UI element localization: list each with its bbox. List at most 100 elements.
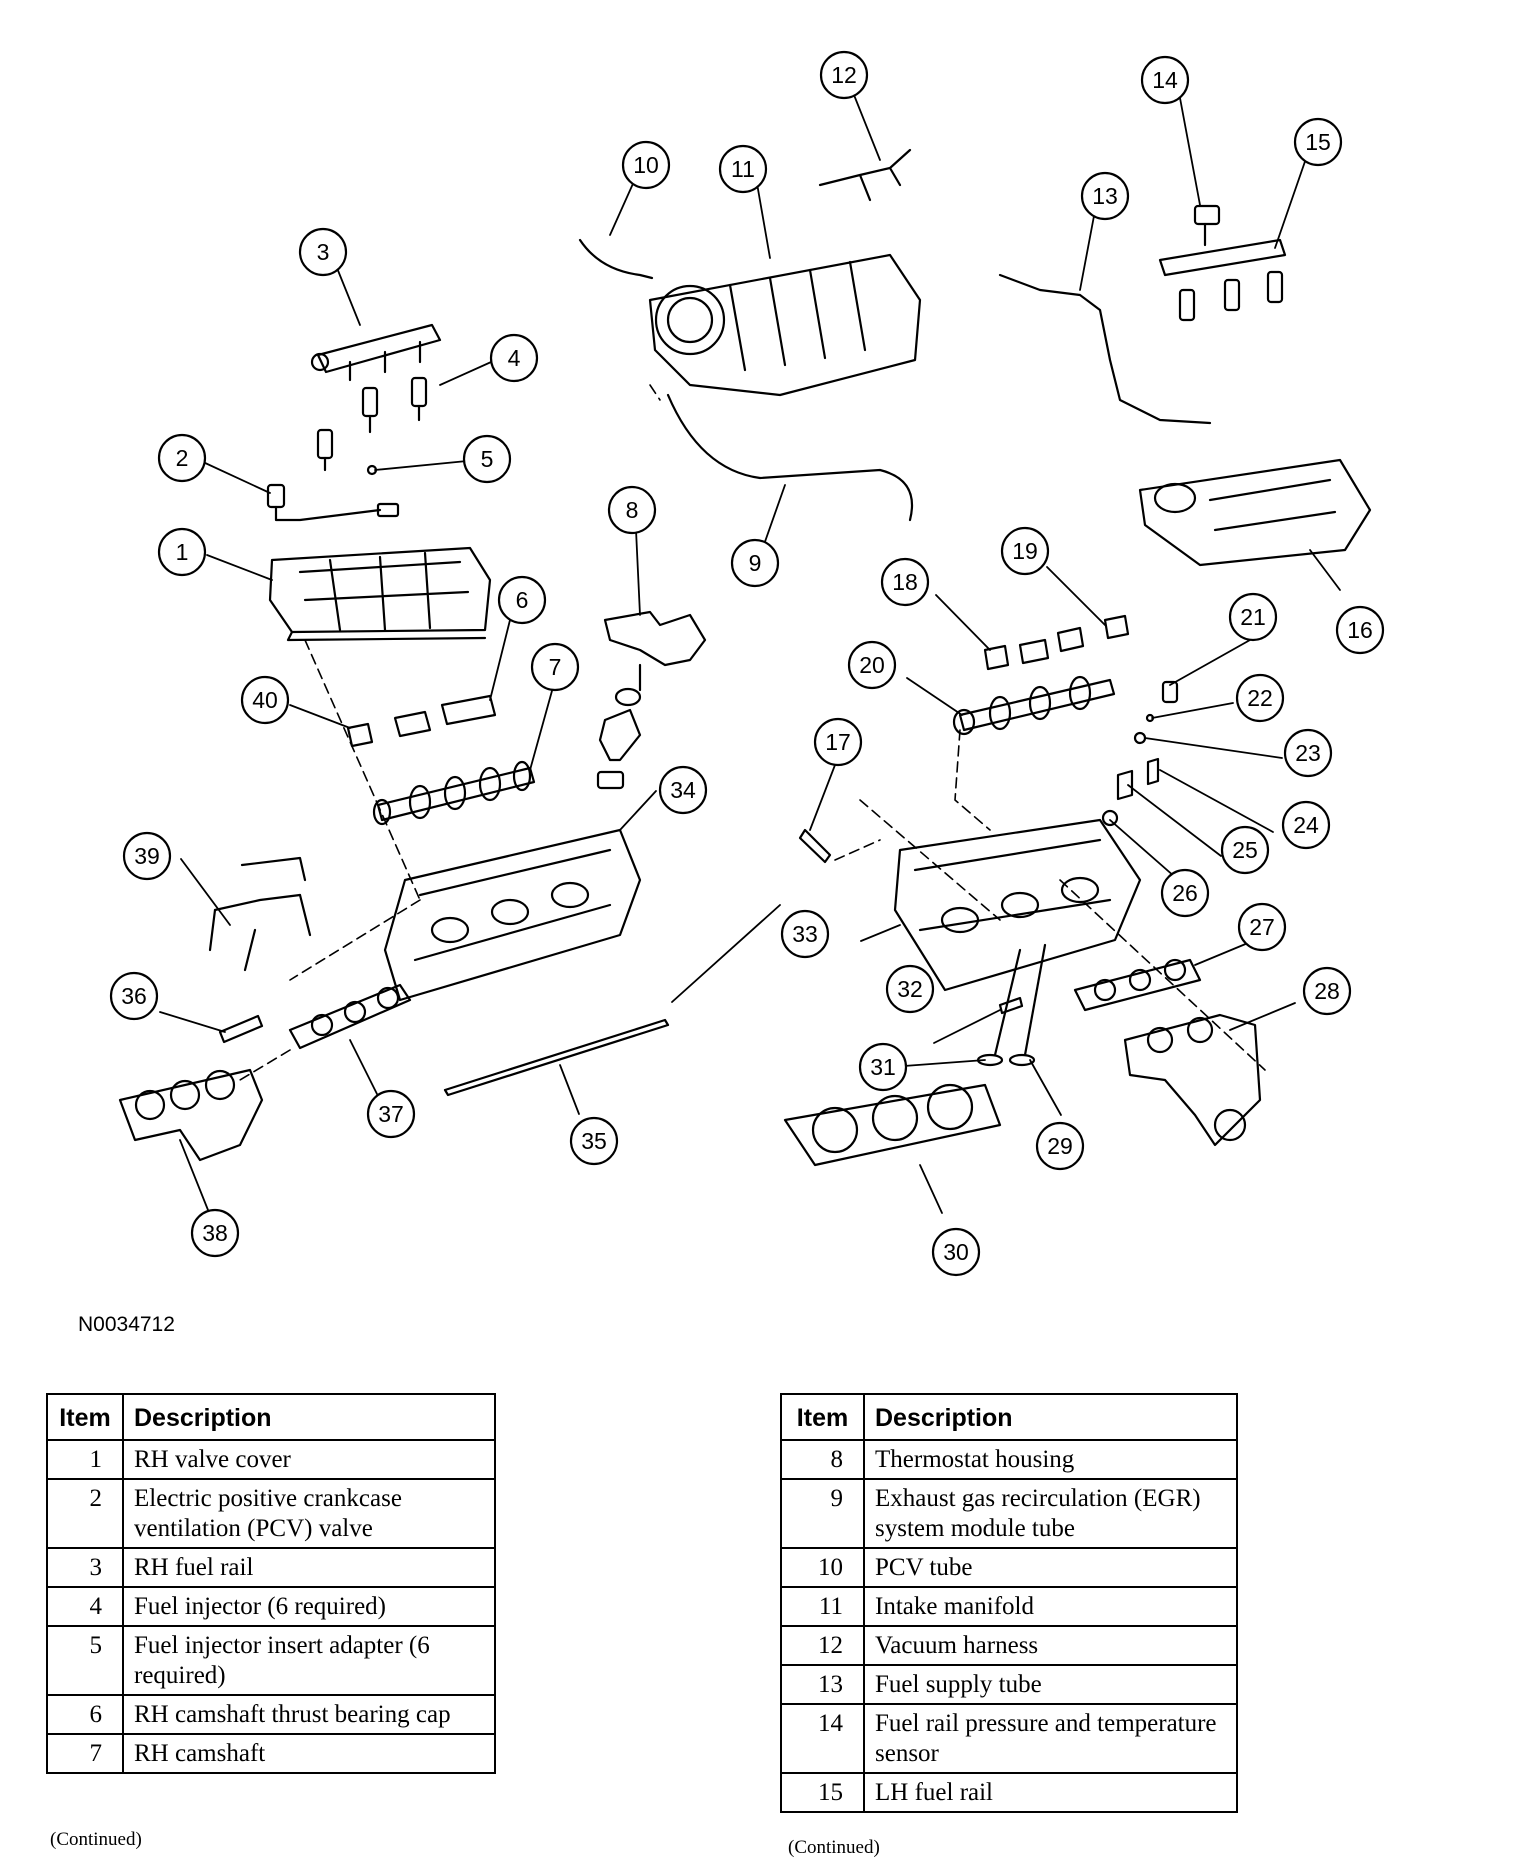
lh-exhaust-gasket-drawing	[1073, 958, 1202, 1012]
callout-number: 25	[1232, 837, 1258, 863]
rh-sensor-drawing	[218, 1014, 264, 1044]
callout-circle	[1335, 605, 1385, 655]
callout-circle	[1220, 825, 1270, 875]
rh-thrust-caps-drawing	[346, 694, 497, 748]
callout-circle	[858, 1042, 908, 1092]
callout-number: 40	[252, 687, 278, 713]
item-number: 11	[780, 1586, 865, 1627]
callout-number: 34	[670, 777, 696, 803]
callout-14: 14	[1140, 55, 1190, 105]
item-description: LH fuel rail	[863, 1772, 1238, 1813]
hose-clamp-drawing	[596, 770, 625, 790]
callout-10: 10	[621, 140, 671, 190]
callout-9: 9	[730, 538, 780, 588]
callout-number: 23	[1295, 740, 1321, 766]
callout-35: 35	[569, 1116, 619, 1166]
callout-number: 24	[1293, 812, 1319, 838]
item-description: RH camshaft thrust bearing cap	[122, 1694, 496, 1735]
callout-number: 8	[626, 497, 639, 523]
callout-number: 1	[176, 539, 189, 565]
callout-40: 40	[240, 675, 290, 725]
callout-circle	[1235, 673, 1285, 723]
callout-number: 3	[317, 239, 330, 265]
callout-number: 2	[176, 445, 189, 471]
callout-23: 23	[1283, 728, 1333, 778]
item-number: 7	[46, 1733, 124, 1774]
callout-7: 7	[530, 642, 580, 692]
callout-38: 38	[190, 1208, 240, 1258]
callout-34: 34	[658, 765, 708, 815]
callout-15: 15	[1293, 117, 1343, 167]
callout-circle	[1160, 868, 1210, 918]
callout-circle	[847, 640, 897, 690]
head-gasket-strip-drawing	[443, 1018, 670, 1097]
intake-manifold-drawing	[648, 253, 922, 397]
callout-number: 15	[1305, 129, 1331, 155]
rh-cylinder-head-drawing	[383, 828, 642, 1002]
item-number: 14	[780, 1703, 865, 1774]
item-number: 5	[46, 1625, 124, 1696]
callout-37: 37	[366, 1089, 416, 1139]
item-description: RH camshaft	[122, 1733, 496, 1774]
callout-circle	[1000, 526, 1050, 576]
callout-number: 12	[831, 62, 857, 88]
callout-circle	[658, 765, 708, 815]
item-description: RH valve cover	[122, 1439, 496, 1480]
callout-number: 6	[516, 587, 529, 613]
figure-id: N0034712	[78, 1313, 175, 1336]
callout-number: 36	[121, 983, 147, 1009]
rh-fuel-rail-drawing	[310, 323, 442, 382]
callout-circle	[122, 831, 172, 881]
callout-circle	[497, 575, 547, 625]
callout-number: 17	[825, 729, 851, 755]
item-description: Fuel supply tube	[863, 1664, 1238, 1705]
callout-circle	[730, 538, 780, 588]
callout-32: 32	[885, 964, 935, 1014]
callout-number: 27	[1249, 914, 1275, 940]
lh-sensor-drawing	[798, 828, 832, 864]
description-column-header: Description	[122, 1393, 496, 1441]
callout-circle	[819, 50, 869, 100]
callout-number: 5	[481, 446, 494, 472]
item-description: Fuel injector insert adapter (6 required…	[122, 1625, 496, 1696]
callout-number: 28	[1314, 978, 1340, 1004]
lh-camshaft-drawing	[952, 675, 1116, 736]
callout-number: 13	[1092, 183, 1118, 209]
item-number: 9	[780, 1478, 865, 1549]
rh-exhaust-gasket-drawing	[288, 983, 412, 1050]
pcv-tube-drawing	[578, 238, 654, 280]
item-number: 6	[46, 1694, 124, 1735]
callout-33: 33	[780, 909, 830, 959]
callout-16: 16	[1335, 605, 1385, 655]
lh-cylinder-head-drawing	[893, 818, 1142, 992]
callout-circle	[1302, 966, 1352, 1016]
callout-19: 19	[1000, 526, 1050, 576]
callout-circle	[157, 527, 207, 577]
callout-number: 14	[1152, 67, 1178, 93]
lh-plug-drawing	[998, 996, 1024, 1015]
item-number: 2	[46, 1478, 124, 1549]
item-number: 10	[780, 1547, 865, 1588]
continued-note-left: (Continued)	[50, 1829, 142, 1850]
lh-valve-cover-drawing	[1138, 458, 1372, 567]
valve-train-drawing	[1101, 680, 1179, 827]
item-number: 1	[46, 1439, 124, 1480]
lh-fuel-rail-drawing	[1158, 204, 1287, 322]
table-header-row: Item Description	[780, 1393, 1238, 1441]
item-number: 3	[46, 1547, 124, 1588]
vacuum-harness-drawing	[818, 148, 912, 202]
item-number: 12	[780, 1625, 865, 1666]
egr-tube-drawing	[666, 393, 914, 522]
callout-29: 29	[1035, 1121, 1085, 1171]
item-number: 13	[780, 1664, 865, 1705]
